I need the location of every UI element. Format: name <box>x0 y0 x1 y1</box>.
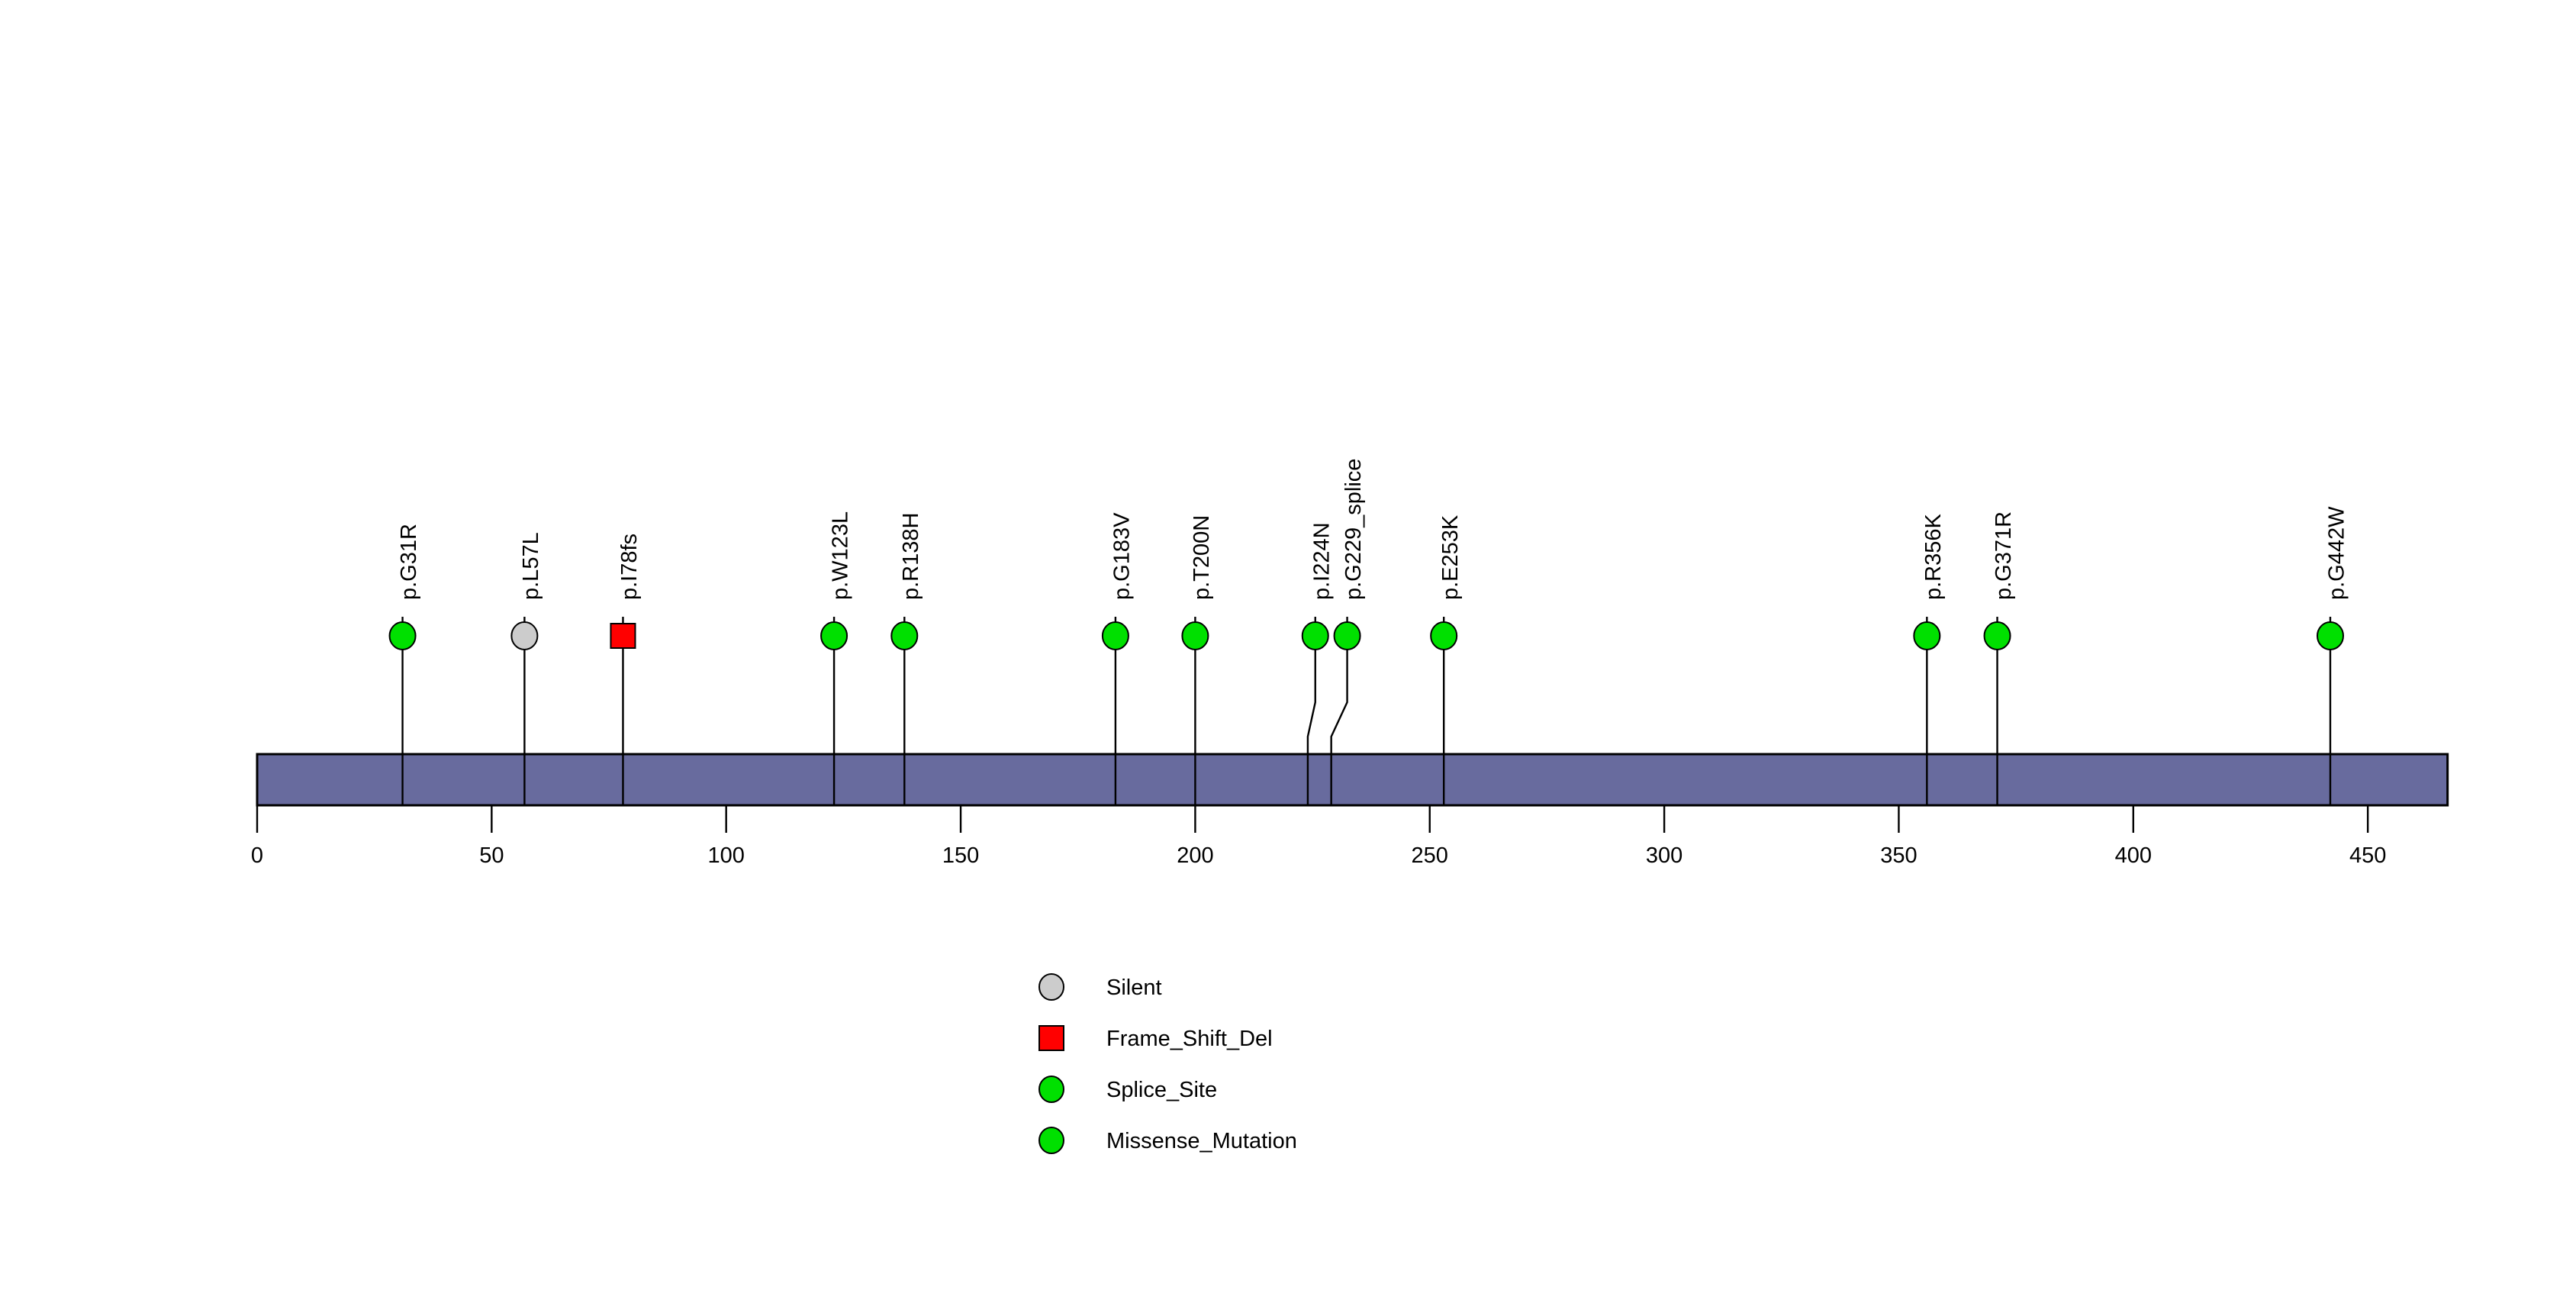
x-axis-tick-label: 350 <box>1880 843 1917 868</box>
x-axis-tick-label: 300 <box>1646 843 1682 868</box>
legend-entry-label: Silent <box>1106 976 1162 1000</box>
legend-swatch-circle[interactable] <box>1038 1076 1064 1103</box>
x-axis-tick-label: 200 <box>1177 843 1213 868</box>
mutation-label: p.R356K <box>1921 513 1946 600</box>
lollipop-stem <box>1330 636 1348 805</box>
lollipop-stem <box>1306 636 1316 805</box>
legend-swatch-square[interactable] <box>1038 1025 1064 1051</box>
lollipop-stems-group <box>401 636 2332 805</box>
legend-swatch-circle[interactable] <box>1038 973 1064 1001</box>
mutation-label: p.G183V <box>1110 512 1135 600</box>
lollipop-marker-circle[interactable] <box>1333 621 1361 650</box>
mutation-label: p.G371R <box>1992 511 2016 600</box>
x-axis-tick-label: 150 <box>942 843 979 868</box>
lollipop-marker-circle[interactable] <box>1430 621 1458 650</box>
x-axis-tick-label: 250 <box>1412 843 1448 868</box>
lollipop-marker-circle[interactable] <box>1983 621 2011 650</box>
x-axis-tick-label: 50 <box>479 843 504 868</box>
mutation-label: p.I78fs <box>617 534 642 600</box>
lollipop-marker-circle[interactable] <box>1913 621 1941 650</box>
mutation-label: p.G31R <box>397 524 421 600</box>
x-axis-tick-label: 100 <box>708 843 745 868</box>
lollipop-marker-circle[interactable] <box>1181 621 1209 650</box>
lollipop-marker-circle[interactable] <box>2316 621 2344 650</box>
protein-backbone-group <box>256 753 2449 807</box>
protein-backbone-bar <box>256 753 2449 807</box>
mutation-label: p.E253K <box>1438 514 1463 600</box>
lollipop-marker-circle[interactable] <box>388 621 417 650</box>
x-axis-tick-label: 450 <box>2349 843 2386 868</box>
lollipop-marker-circle[interactable] <box>890 621 919 650</box>
legend-entry-label: Missense_Mutation <box>1106 1129 1297 1153</box>
mutation-label: p.T200N <box>1190 515 1214 600</box>
mutation-label: p.I224N <box>1309 522 1334 600</box>
mutation-label: p.G442W <box>2325 506 2349 600</box>
lollipop-marker-square[interactable] <box>610 623 636 649</box>
legend-swatch-circle[interactable] <box>1038 1127 1064 1154</box>
lollipop-labels-group: p.G31R p.L57L p.I78fs p.W123L p.R138H p.G183V… <box>397 459 2349 600</box>
lollipop-marker-circle[interactable] <box>820 621 848 650</box>
x-axis-tick-label: 0 <box>251 843 263 868</box>
mutation-label: p.G229_splice <box>1341 459 1366 600</box>
lollipop-marker-circle[interactable] <box>1101 621 1129 650</box>
mutation-label: p.R138H <box>899 513 923 600</box>
x-axis-group: 0 50 100 150 200 250 300 350 400 450 <box>251 805 2386 868</box>
lollipop-markers-group <box>388 617 2344 650</box>
lollipop-marker-circle[interactable] <box>510 621 539 650</box>
legend-entry-label: Splice_Site <box>1106 1078 1217 1102</box>
legend-group: SilentFrame_Shift_DelSplice_SiteMissense… <box>1038 973 1297 1154</box>
lollipop-marker-circle[interactable] <box>1301 621 1329 650</box>
x-axis-tick-label: 400 <box>2115 843 2152 868</box>
mutation-label: p.L57L <box>519 532 543 600</box>
mutation-label: p.W123L <box>829 511 853 600</box>
legend-entry-label: Frame_Shift_Del <box>1106 1027 1273 1051</box>
